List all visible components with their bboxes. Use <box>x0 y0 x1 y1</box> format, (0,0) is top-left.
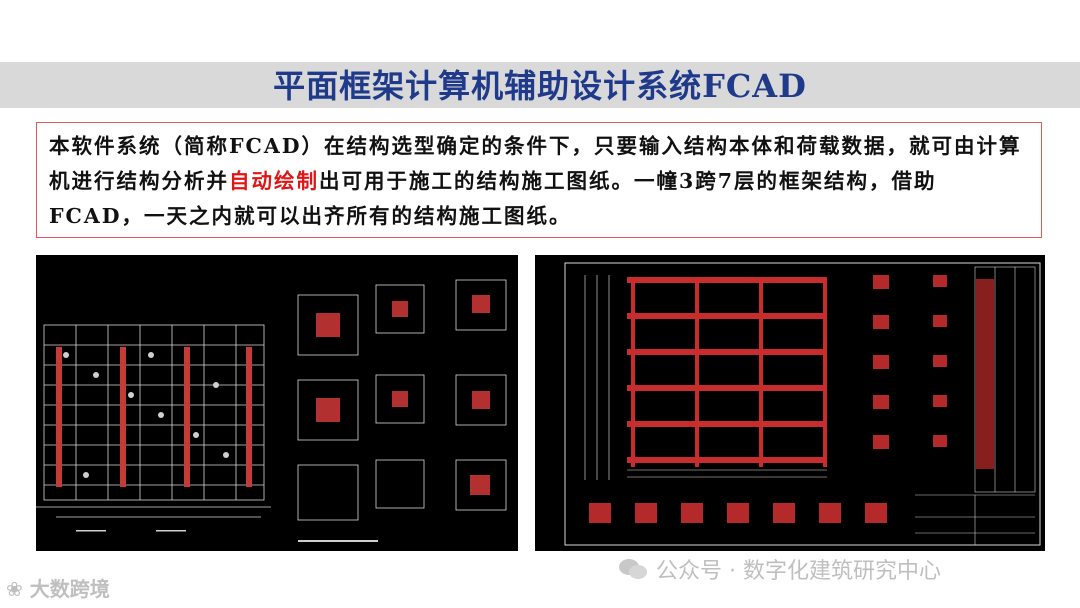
description-highlight: 自动绘制 <box>229 169 319 193</box>
logo-mark-icon: ❀ <box>6 577 23 601</box>
description-paragraph: 本软件系统（简称FCAD）在结构选型确定的条件下，只要输入结构本体和荷载数据，就… <box>49 129 1031 234</box>
slide-title: 平面框架计算机辅助设计系统FCAD <box>273 67 807 105</box>
cad-drawing-frame-elevation-icon <box>535 255 1045 551</box>
watermark-left: ❀ 大数跨境 <box>6 573 110 602</box>
cad-drawing-column-sections-icon <box>36 255 518 551</box>
wechat-icon <box>618 557 648 581</box>
description-part1: 本软件系统（简称FCAD）在结构选型确定的条件下，只要输入结构本体和荷载数据，就… <box>49 134 1022 193</box>
title-band <box>0 62 1080 108</box>
watermark-right: 公众号 · 数字化建筑研究中心 <box>618 553 941 585</box>
watermark-right-text: 公众号 · 数字化建筑研究中心 <box>656 559 941 584</box>
cad-drawing-left <box>36 255 518 551</box>
watermark-left-text: 大数跨境 <box>29 577 110 601</box>
cad-drawing-right <box>535 255 1045 551</box>
description-box: 本软件系统（简称FCAD）在结构选型确定的条件下，只要输入结构本体和荷载数据，就… <box>36 122 1042 238</box>
description-part2: 出可用于施工的结构施工图纸。一幢3跨7层的框架结构，借助FCAD，一天之内就可以… <box>49 169 937 228</box>
